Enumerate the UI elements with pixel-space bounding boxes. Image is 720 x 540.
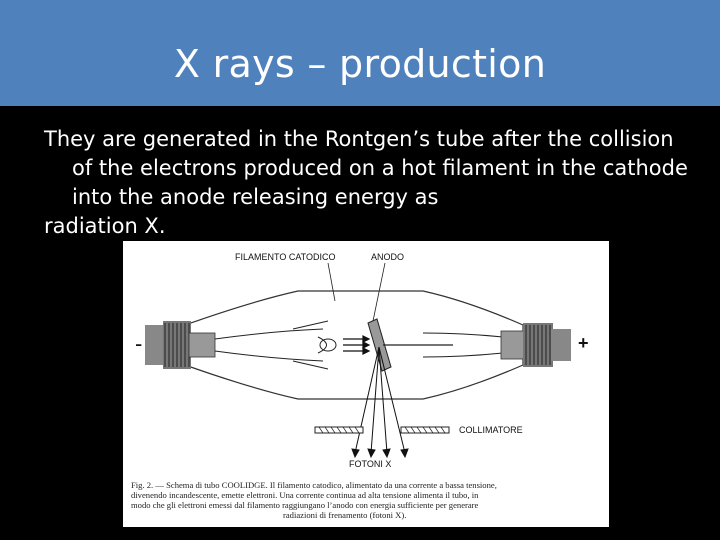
xray-tube-diagram: FILAMENTO CATODICO ANODO - — [131, 252, 589, 520]
caption-line: modo che gli elettroni emessi dal filame… — [131, 500, 479, 510]
anode-pointer — [372, 262, 386, 322]
caption-line: Fig. 2. — Schema di tubo COOLIDGE. Il fi… — [131, 480, 497, 490]
caption-line: divenendo incandescente, emette elettron… — [131, 490, 479, 500]
xray-tube-figure: FILAMENTO CATODICO ANODO - — [123, 241, 609, 527]
title-bar — [0, 0, 720, 106]
label-collimator: COLLIMATORE — [459, 425, 523, 435]
filament-pointer — [327, 262, 336, 302]
caption-line: radiazioni di frenamento (fotoni X). — [283, 510, 406, 520]
plus-sign: + — [578, 333, 589, 353]
figure-caption: Fig. 2. — Schema di tubo COOLIDGE. Il fi… — [131, 480, 497, 520]
label-anode: ANODO — [371, 252, 404, 262]
label-filament: FILAMENTO CATODICO — [235, 252, 336, 262]
electron-beam — [343, 335, 371, 355]
anode-terminal — [500, 323, 571, 367]
anode — [367, 318, 504, 372]
body-paragraph-end: radiation X. — [44, 214, 166, 238]
xray-photons — [351, 346, 409, 459]
body-paragraph: They are generated in the Rontgen’s tube… — [44, 127, 688, 209]
minus-sign: - — [135, 331, 142, 356]
cathode-terminal — [145, 321, 216, 369]
slide-title: X rays – production — [173, 42, 547, 86]
filament-wires — [214, 320, 337, 370]
slide-body-text: They are generated in the Rontgen’s tube… — [44, 125, 694, 241]
label-photons: FOTONI X — [349, 459, 391, 469]
collimator — [314, 426, 450, 434]
